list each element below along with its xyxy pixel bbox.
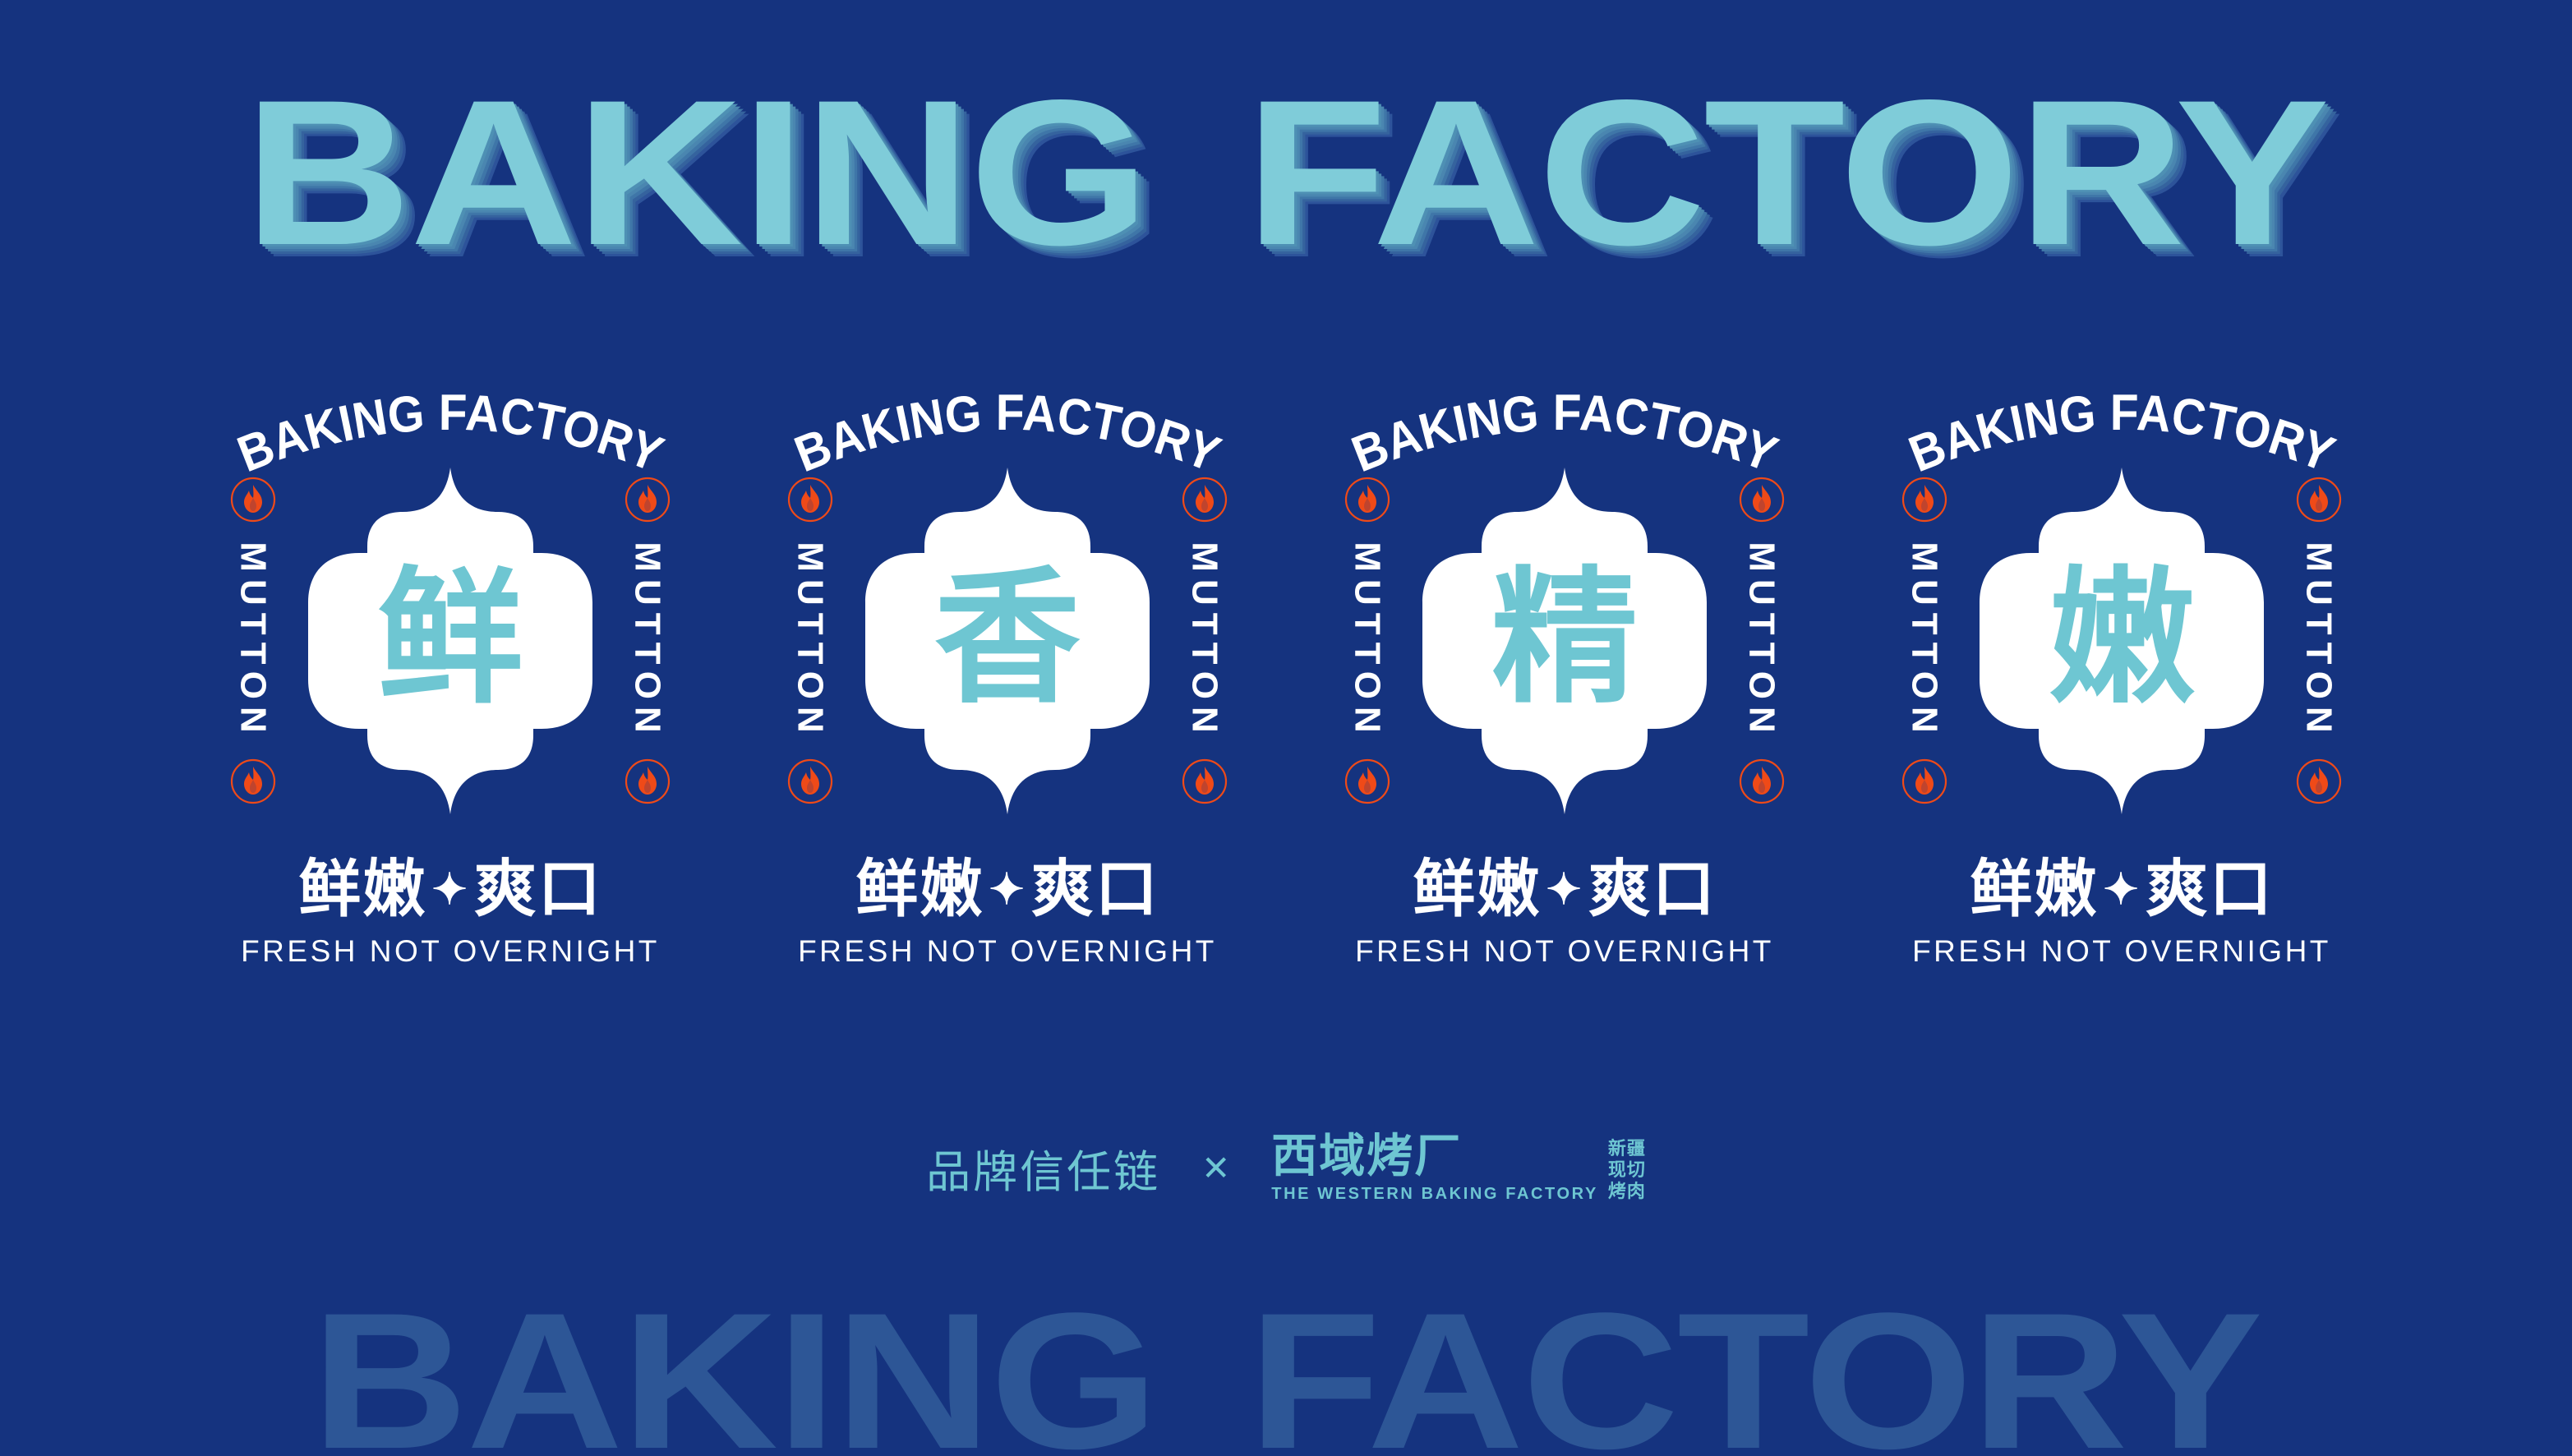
badge-character: 精 [1491, 556, 1638, 720]
badge-side-label-right: MUTTON [1739, 541, 1785, 740]
flame-icon [230, 477, 276, 523]
badge-card[interactable]: BAKING FACTORY MUTTON MUTTON [777, 374, 1238, 1015]
badge-side-label-left-text: MUTTON [790, 541, 832, 740]
badge-shield: 鲜 [290, 464, 611, 818]
badge-arc-text: BAKING FACTORY [1334, 374, 1795, 483]
badge-side-label-left: MUTTON [787, 541, 833, 740]
badge-card[interactable]: BAKING FACTORY MUTTON MUTTON [220, 374, 680, 1015]
badge-tagline: 鲜嫩✦爽口 FRESH NOT OVERNIGHT [220, 857, 680, 969]
badge-side-label-right-text: MUTTON [2299, 541, 2340, 740]
flame-icon [1344, 477, 1390, 523]
badge-card[interactable]: BAKING FACTORY MUTTON MUTTON [1334, 374, 1795, 1015]
badge-arc-text: BAKING FACTORY [777, 374, 1238, 483]
badge-side-label-left-text: MUTTON [233, 541, 274, 740]
badge-side-label-left-text: MUTTON [1348, 541, 1389, 740]
badge-shield: 香 [847, 464, 1168, 818]
badge-arc-text: BAKING FACTORY [1892, 374, 2352, 483]
badge-tagline-cn: 鲜嫩✦爽口 [777, 857, 1238, 923]
badge-character: 嫩 [2049, 556, 2195, 720]
bottom-watermark-word-1: BAKING [311, 1287, 1159, 1456]
flame-icon [1182, 477, 1228, 523]
badge-side-label-right-text: MUTTON [1185, 541, 1226, 740]
badge-shield: 嫩 [1961, 464, 2282, 818]
flame-icon [2296, 758, 2342, 804]
flame-icon [1739, 758, 1785, 804]
footer-separator-icon: ✕ [1201, 1148, 1231, 1187]
flame-icon [1901, 477, 1947, 523]
footer-chain-label: 品牌信任链 [926, 1147, 1161, 1197]
footer-brand-tags: 新疆 现切 烤肉 [1608, 1138, 1646, 1204]
badge-side-label-left: MUTTON [1344, 541, 1390, 740]
badge-tagline-cn: 鲜嫩✦爽口 [1892, 857, 2352, 923]
footer-lockup: 品牌信任链 ✕ 西域烤厂 THE WESTERN BAKING FACTORY … [0, 1130, 2572, 1204]
footer-brand: 西域烤厂 THE WESTERN BAKING FACTORY 新疆 现切 烤肉 [1271, 1130, 1646, 1204]
badge-tagline-cn-left: 鲜嫩 [1413, 855, 1542, 924]
four-point-star-icon: ✦ [1546, 866, 1583, 914]
flame-icon [1182, 758, 1228, 804]
badge-tagline: 鲜嫩✦爽口 FRESH NOT OVERNIGHT [1892, 857, 2352, 969]
badge-card[interactable]: BAKING FACTORY MUTTON MUTTON [1892, 374, 2352, 1015]
badge-side-label-left: MUTTON [230, 541, 276, 740]
badge-tagline-cn-right: 爽口 [473, 855, 602, 924]
flame-icon [230, 758, 276, 804]
footer-brand-tag: 新疆 [1607, 1137, 1646, 1159]
footer-brand-tag: 烤肉 [1607, 1180, 1646, 1201]
footer-brand-en: THE WESTERN BAKING FACTORY [1271, 1184, 1598, 1203]
badge-tagline-en: FRESH NOT OVERNIGHT [241, 933, 660, 968]
badge-tagline-cn-left: 鲜嫩 [298, 855, 427, 924]
badge-side-label-right: MUTTON [625, 541, 671, 740]
badge-shield: 精 [1404, 464, 1725, 818]
badge-tagline-cn: 鲜嫩✦爽口 [1334, 857, 1795, 923]
badge-character: 香 [934, 556, 1081, 720]
badge-tagline-en: FRESH NOT OVERNIGHT [1355, 933, 1774, 968]
flame-icon [1344, 758, 1390, 804]
footer-brand-tag: 现切 [1607, 1159, 1646, 1180]
badge-tagline-en: FRESH NOT OVERNIGHT [1912, 933, 2331, 968]
bottom-watermark-text: BAKING FACTORY [311, 1287, 2263, 1456]
top-headline-word-2: FACTORY [1245, 58, 2330, 288]
flame-icon [787, 758, 833, 804]
footer-brand-cn: 西域烤厂 [1271, 1130, 1463, 1182]
flame-icon [625, 477, 671, 523]
badge-tagline-cn-right: 爽口 [2145, 855, 2274, 924]
flame-icon [2296, 477, 2342, 523]
flame-icon [1901, 758, 1947, 804]
badge-side-label-right-text: MUTTON [628, 541, 669, 740]
badge-side-label-left: MUTTON [1901, 541, 1947, 740]
bottom-watermark: BAKING FACTORY [0, 1287, 2572, 1456]
badge-side-label-right: MUTTON [2296, 541, 2342, 740]
badge-tagline: 鲜嫩✦爽口 FRESH NOT OVERNIGHT [1334, 857, 1795, 969]
badge-row: BAKING FACTORY MUTTON MUTTON [0, 374, 2572, 1015]
four-point-star-icon: ✦ [2103, 866, 2141, 914]
top-headline-word-1: BAKING [244, 58, 1150, 288]
badge-tagline: 鲜嫩✦爽口 FRESH NOT OVERNIGHT [777, 857, 1238, 969]
badge-character: 鲜 [377, 556, 523, 720]
flame-icon [787, 477, 833, 523]
badge-tagline-en: FRESH NOT OVERNIGHT [798, 933, 1217, 968]
badge-tagline-cn-right: 爽口 [1030, 855, 1159, 924]
bottom-watermark-word-2: FACTORY [1247, 1287, 2263, 1456]
badge-arc-text: BAKING FACTORY [220, 374, 680, 483]
footer-brand-main: 西域烤厂 THE WESTERN BAKING FACTORY [1271, 1130, 1598, 1204]
badge-side-label-right-text: MUTTON [1742, 541, 1783, 740]
badge-tagline-cn-right: 爽口 [1588, 855, 1717, 924]
four-point-star-icon: ✦ [431, 866, 469, 914]
flame-icon [1739, 477, 1785, 523]
four-point-star-icon: ✦ [989, 866, 1026, 914]
badge-tagline-cn-left: 鲜嫩 [855, 855, 984, 924]
badge-side-label-right: MUTTON [1182, 541, 1228, 740]
badge-tagline-cn: 鲜嫩✦爽口 [220, 857, 680, 923]
badge-tagline-cn-left: 鲜嫩 [1970, 855, 2099, 924]
badge-side-label-left-text: MUTTON [1905, 541, 1946, 740]
flame-icon [625, 758, 671, 804]
